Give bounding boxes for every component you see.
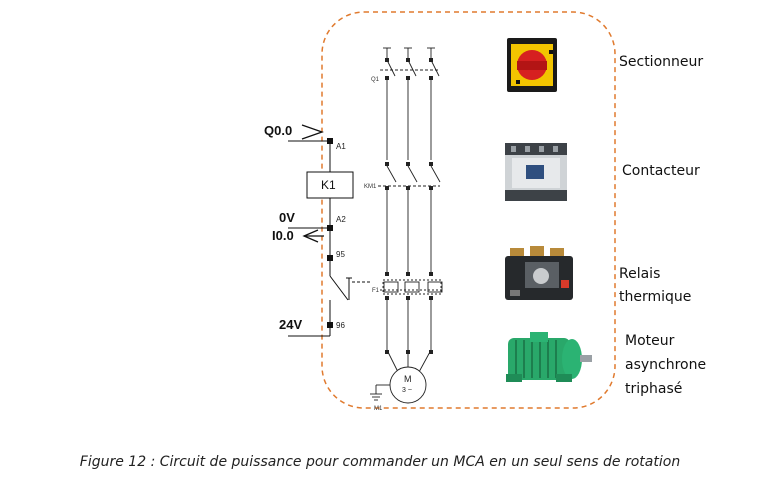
contacteur-picture xyxy=(505,143,567,201)
label-a2: A2 xyxy=(336,215,346,224)
control-circuit xyxy=(288,124,372,337)
label-thermique: thermique xyxy=(619,289,692,305)
label-f1: F1 xyxy=(372,288,380,294)
label-q1: Q1 xyxy=(371,77,380,83)
motor-symbol xyxy=(389,366,427,404)
signal-0v: 0V xyxy=(279,210,295,225)
label-contacteur: Contacteur xyxy=(622,163,700,179)
motor-m: M xyxy=(404,374,412,384)
label-km1: KM1 xyxy=(364,184,377,190)
sectionneur-picture xyxy=(507,38,557,92)
label-95: 95 xyxy=(336,250,345,259)
power-terminals xyxy=(385,58,433,354)
label-m1: M1 xyxy=(374,406,383,412)
k1-coil xyxy=(306,171,354,199)
label-a1: A1 xyxy=(336,142,346,151)
signal-24v: 24V xyxy=(279,317,303,332)
signal-i00: I0.0 xyxy=(272,228,294,243)
label-k1: K1 xyxy=(321,178,336,192)
label-sectionneur: Sectionneur xyxy=(619,54,704,70)
figure-caption: Figure 12 : Circuit de puissance pour co… xyxy=(79,454,681,470)
label-moteur: Moteur xyxy=(625,333,675,349)
moteur-picture xyxy=(506,332,592,382)
power-circuit xyxy=(370,47,444,404)
signal-q00: Q0.0 xyxy=(264,123,293,138)
dashed-boundary xyxy=(321,11,616,409)
motor-3ph: 3 ~ xyxy=(402,387,412,394)
label-relais: Relais xyxy=(619,266,661,282)
label-triphase: triphasé xyxy=(625,381,683,397)
control-terminals xyxy=(327,138,333,328)
label-asynchrone: asynchrone xyxy=(625,357,707,373)
relais-thermique-picture xyxy=(505,246,573,300)
label-96: 96 xyxy=(336,321,345,330)
